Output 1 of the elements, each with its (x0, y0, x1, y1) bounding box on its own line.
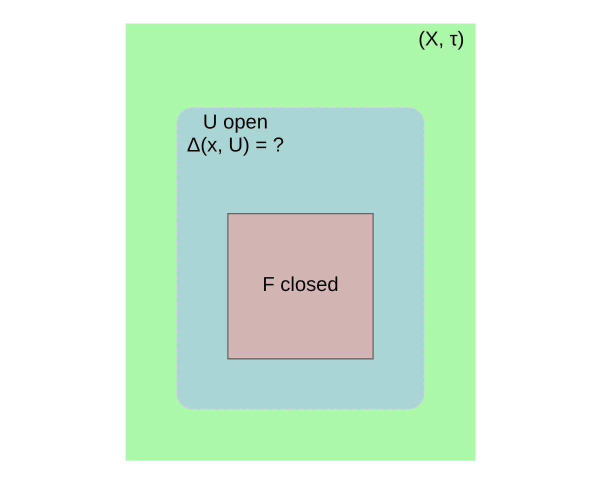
node-box: F closed (226, 212, 374, 359)
